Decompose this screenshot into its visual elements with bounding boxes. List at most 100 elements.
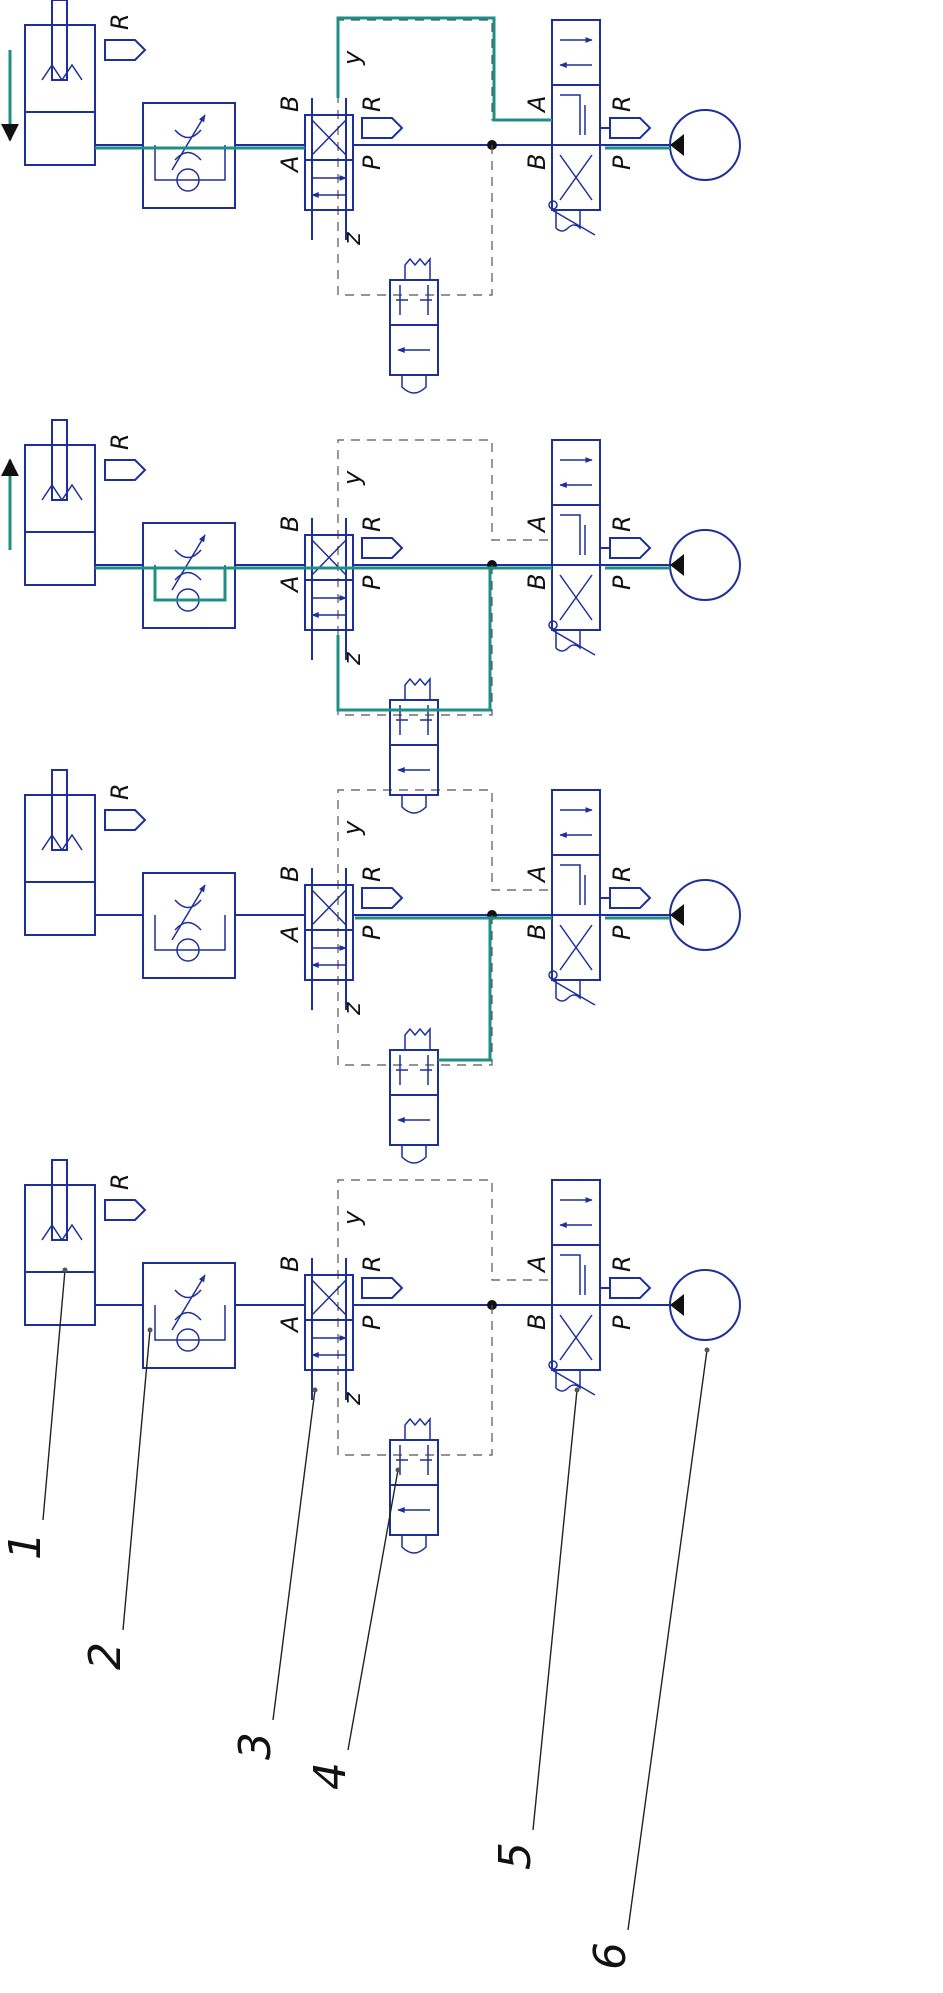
valve-3-block xyxy=(396,705,432,735)
valve-4-body xyxy=(304,114,354,211)
cylinder-body xyxy=(24,1184,96,1326)
port-label-a-2: A xyxy=(523,866,551,884)
valve-3-spring xyxy=(404,256,431,280)
port-label-r: R xyxy=(358,95,386,112)
component-number-1: 1 xyxy=(0,1532,51,1560)
port-label-b: B xyxy=(276,1256,304,1272)
callout-leader-6 xyxy=(627,1349,708,1931)
callout-leader-1 xyxy=(42,1269,66,1521)
cylinder-body xyxy=(24,444,96,586)
pilot-line xyxy=(337,789,552,1066)
port-label-p-2: P xyxy=(608,1315,636,1330)
throttle-symbol xyxy=(174,899,202,931)
valve-3-block xyxy=(396,1055,432,1085)
valve-2-spring xyxy=(555,1370,581,1392)
callout-leader-3 xyxy=(272,1389,316,1721)
throttle-symbol xyxy=(174,129,202,161)
port-label-a: A xyxy=(276,576,304,594)
callout-dot-6 xyxy=(704,1347,710,1353)
exhaust-silencer-2 xyxy=(609,117,652,139)
valve-4-cross xyxy=(311,889,347,926)
component-number-4: 4 xyxy=(305,1762,356,1790)
valve-4-cross xyxy=(311,539,347,576)
valve-2-lever xyxy=(551,629,596,656)
callout-leader-2 xyxy=(122,1329,151,1631)
exhaust-silencer-6 xyxy=(104,39,147,61)
cylinder-spring xyxy=(41,1223,83,1242)
port-label-a-2: A xyxy=(523,1256,551,1274)
port-label-z: z xyxy=(338,1001,366,1016)
valve-2-block xyxy=(560,94,586,135)
callout-dot-3 xyxy=(312,1387,318,1393)
exhaust-silencer-4 xyxy=(361,1277,404,1299)
exhaust-silencer-6 xyxy=(104,1199,147,1221)
valve-4-cross xyxy=(311,1279,347,1316)
exhaust-silencer-4 xyxy=(361,117,404,139)
flow-control-box xyxy=(142,522,236,629)
port-label-a-2: A xyxy=(523,96,551,114)
cylinder-body xyxy=(24,24,96,166)
valve-2-body xyxy=(551,789,601,981)
check-valve-ball xyxy=(176,168,200,192)
port-label-p-2: P xyxy=(608,155,636,170)
valve-3-body xyxy=(389,1439,439,1536)
exhaust-silencer-2 xyxy=(609,1277,652,1299)
valve-2-block xyxy=(560,1254,586,1295)
port-label-a: A xyxy=(276,1316,304,1334)
valve-3-button xyxy=(401,1535,427,1554)
port-label-b-2: B xyxy=(523,1314,551,1330)
cylinder-rod xyxy=(51,1159,68,1241)
valve-3-spring xyxy=(404,1026,431,1050)
pilot-line xyxy=(337,439,552,716)
port-label-b-2: B xyxy=(523,924,551,940)
check-valve-ball xyxy=(176,1328,200,1352)
port-label-b: B xyxy=(276,96,304,112)
valve-4-cross xyxy=(311,119,347,156)
flow-to-valve-3 xyxy=(438,918,492,1062)
pilot-line xyxy=(337,1179,552,1456)
port-label-r: R xyxy=(358,865,386,882)
compressor-arrow-icon xyxy=(670,904,684,926)
valve-4-body xyxy=(304,534,354,631)
callout-leader-4 xyxy=(347,1469,399,1751)
port-label-z: z xyxy=(338,1391,366,1406)
port-label-p: P xyxy=(358,155,386,170)
cylinder-spring xyxy=(41,483,83,502)
flow-control-bypass xyxy=(154,145,226,181)
valve-3-body xyxy=(389,1049,439,1146)
valve-2-cross xyxy=(559,1314,593,1361)
exhaust-silencer-2 xyxy=(609,537,652,559)
port-label-b: B xyxy=(276,866,304,882)
valve-3-block xyxy=(396,285,432,315)
valve-3-block xyxy=(396,1445,432,1475)
port-label-y: y xyxy=(338,1210,366,1226)
flow-control-box xyxy=(142,1262,236,1369)
valve-2-lever-knob xyxy=(548,1360,558,1370)
component-number-2: 2 xyxy=(80,1642,131,1670)
cylinder-rod xyxy=(51,0,68,81)
valve-2-lever xyxy=(551,1369,596,1396)
port-label-b: B xyxy=(276,516,304,532)
cylinder-spring xyxy=(41,63,83,82)
throttle-adjust-arrow xyxy=(171,534,206,591)
flow-bypass xyxy=(153,568,227,602)
exhaust-silencer-6 xyxy=(104,459,147,481)
valve-2-cross xyxy=(559,154,593,201)
port-label-p: P xyxy=(358,925,386,940)
valve-2-body xyxy=(551,1179,601,1371)
port-label-r: R xyxy=(358,1255,386,1272)
valve-2-body xyxy=(551,439,601,631)
port-label-r-2: R xyxy=(608,1255,636,1272)
valve-3-spring xyxy=(404,676,431,700)
port-label-z: z xyxy=(338,231,366,246)
port-label-r-2: R xyxy=(608,95,636,112)
exhaust-silencer-4 xyxy=(361,537,404,559)
port-label-r-2: R xyxy=(608,865,636,882)
valve-2-cross xyxy=(559,924,593,971)
throttle-symbol xyxy=(174,549,202,581)
callout-dot-1 xyxy=(62,1267,68,1273)
throttle-adjust-arrow xyxy=(171,884,206,941)
flow-pilot-y xyxy=(336,16,552,122)
